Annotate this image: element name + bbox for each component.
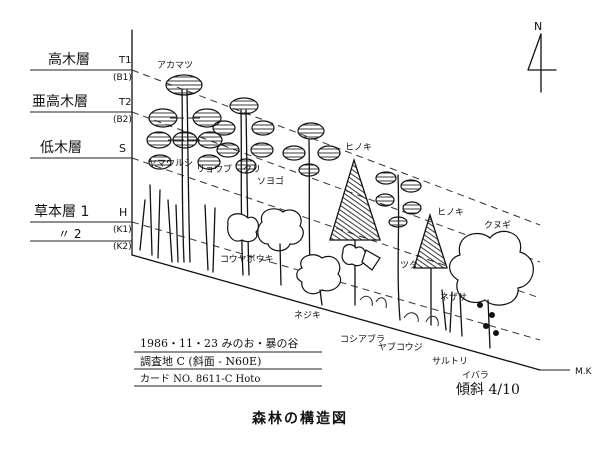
author-initials: M.K (575, 367, 593, 377)
figure-caption: 森林の構造図 (252, 411, 348, 427)
field-notes: 1986・11・23 みのお・暴の谷 調査地 C (斜面 - N60E) カード… (134, 337, 322, 387)
species-labels: アカマツ ヒノキ ヤマウルシ リョウブ クリ ソヨゴ ヒノキ クヌギ コウヤボウ… (148, 60, 511, 381)
slope-annotation: 傾斜 4/10 M.K (456, 367, 593, 398)
layer-sub-4: (K1) (113, 225, 132, 235)
layer-name-4: 草本層 1 (34, 204, 89, 220)
species-sarutori: サルトリ (432, 356, 468, 367)
layer-name-3: 低木層 (40, 140, 82, 156)
layer-sub-1: (B1) (113, 73, 132, 83)
layer-name-2: 亜高木層 (32, 93, 88, 110)
species-hinoki-2: ヒノキ (437, 207, 464, 218)
layer-name-5: 〃 2 (58, 227, 81, 241)
cone-trees (329, 157, 448, 326)
notes-line-1: 1986・11・23 みのお・暴の谷 (140, 337, 298, 350)
species-tsuta: ツタ (400, 260, 418, 271)
tree-akamatsu (146, 74, 223, 263)
species-ryoubu: リョウブ (196, 163, 232, 175)
north-arrow: N (527, 20, 557, 93)
species-nezasa: ネザサ (440, 292, 467, 303)
north-label: N (534, 20, 542, 33)
layer-code-1: T1 (118, 55, 131, 66)
species-kunugi: クヌギ (484, 220, 511, 231)
species-akamatsu: アカマツ (157, 60, 193, 71)
tree-pine-2 (212, 97, 275, 276)
tree-hinoki-right (375, 171, 422, 321)
species-nejiki: ネジキ (294, 310, 321, 321)
species-yamaurushi: ヤマウルシ (148, 158, 193, 169)
shrub-layer (139, 184, 463, 337)
species-kuri: クリ (243, 164, 261, 175)
layer-code-3: S (119, 142, 126, 155)
species-soyogo: ソヨゴ (257, 175, 284, 187)
ground-line (131, 254, 541, 371)
species-kouyabouki: コウヤボウキ (220, 254, 274, 265)
layer-sub-2: (B2) (113, 115, 132, 125)
layer-code-4: H (119, 206, 127, 219)
layer-labels: 高木層 T1 (B1) 亜高木層 T2 (B2) 低木層 S 草本層 1 H (… (32, 51, 132, 252)
layer-name-1: 高木層 (48, 51, 90, 68)
slope-label: 傾斜 4/10 (456, 382, 520, 398)
species-yabukouji: ヤブコウジ (378, 341, 423, 353)
tree-kunugi (449, 230, 534, 349)
layer-sub-5: (K2) (113, 242, 132, 252)
notes-line-2: 調査地 C (斜面 - N60E) (140, 354, 261, 368)
notes-line-3: カード NO. 8611-C Hoto (140, 373, 260, 385)
layer-scale (30, 29, 133, 256)
species-koshiabura: コシアブラ (340, 333, 385, 345)
tree-hinoki-left (282, 122, 341, 293)
layer-code-2: T2 (118, 97, 131, 108)
species-hinoki-1: ヒノキ (345, 142, 372, 153)
species-ibara: イバラ (462, 370, 489, 381)
